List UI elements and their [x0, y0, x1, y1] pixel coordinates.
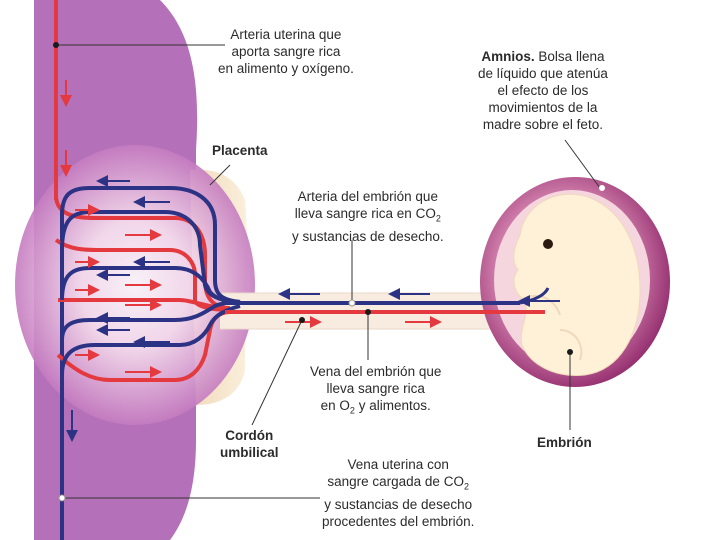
embryo-artery-label: Arteria del embrión que lleva sangre ric…: [292, 188, 444, 245]
uterine-artery-label: Arteria uterina que aporta sangre rica e…: [218, 26, 354, 77]
embryo-vein-label: Vena del embrión que lleva sangre rica e…: [310, 363, 441, 420]
umbilical-cord-label: Cordón umbilical: [220, 427, 279, 461]
amnion-label: Amnios. Bolsa llena de líquido que atenú…: [478, 48, 608, 133]
placenta-label: Placenta: [212, 142, 268, 159]
uterine-vein-label: Vena uterina con sangre cargada de CO2 y…: [322, 456, 474, 530]
embryo-eye: [543, 239, 553, 249]
embryo-label: Embrión: [537, 434, 592, 451]
